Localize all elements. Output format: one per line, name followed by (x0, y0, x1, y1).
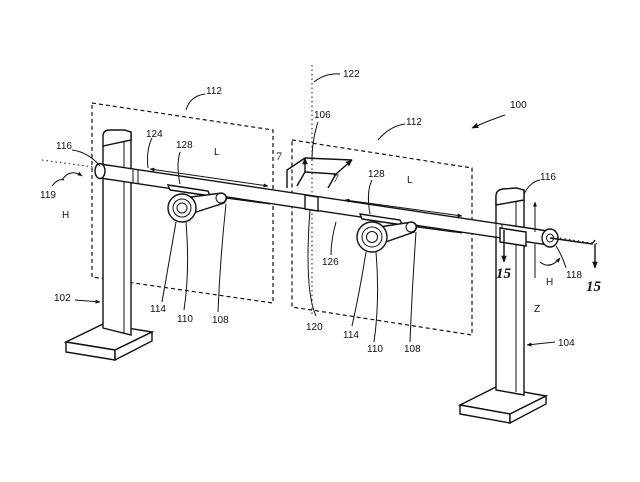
label-left-stand: 102 (54, 293, 71, 304)
leader-110-left (183, 221, 189, 311)
label-z-axis: Z (534, 304, 540, 315)
right-clamp (499, 227, 527, 247)
leader-128-right (367, 179, 373, 215)
leader-118 (555, 245, 567, 269)
leader-119 (51, 179, 65, 187)
label-arm-right: 108 (404, 344, 421, 355)
leader-116-left (71, 149, 101, 167)
leader-102 (74, 299, 101, 304)
region-left-box (91, 102, 274, 304)
section-15-line-right (549, 237, 596, 245)
leader-100 (471, 114, 506, 129)
label-mount-left: 114 (150, 304, 166, 315)
leader-110-right (373, 251, 379, 343)
leader-116-right (523, 179, 541, 195)
section-mark-15-right: 15 (586, 279, 602, 295)
label-hub-right: 110 (367, 344, 383, 355)
section-7-indicator (286, 157, 353, 189)
rotation-arc-right (539, 257, 561, 266)
leader-122 (313, 73, 341, 83)
leader-106 (311, 121, 319, 161)
label-coupling: 120 (306, 322, 323, 333)
leader-112-right (377, 123, 406, 141)
travel-arrow-left (149, 167, 269, 188)
leader-108-right (409, 231, 417, 343)
label-rod-left: 124 (146, 129, 163, 140)
section-mark-7-right: 7 (333, 171, 339, 185)
leader-104 (526, 341, 556, 347)
label-rotation-left: H (62, 210, 69, 221)
label-arm-left: 108 (212, 315, 229, 326)
label-travel-right: L (407, 175, 413, 186)
leader-114-right (351, 251, 367, 327)
right-upright-top (495, 187, 525, 206)
label-end-left: 116 (56, 141, 72, 152)
label-joint-gap: 106 (314, 110, 331, 121)
leader-124 (147, 137, 153, 169)
label-slot-right: 128 (368, 169, 385, 180)
leader-112-left (185, 93, 206, 111)
label-region-left: 112 (206, 86, 222, 97)
leader-108-left (217, 203, 227, 313)
label-tip: 118 (566, 270, 582, 281)
left-stand (63, 129, 155, 362)
left-arm-assembly (166, 184, 271, 223)
leader-126 (330, 221, 337, 256)
label-axis-left: 119 (40, 190, 56, 201)
label-hub-left: 110 (177, 314, 193, 325)
leader-114-left (161, 221, 177, 303)
label-rod-right: 126 (322, 257, 339, 268)
label-region-right: 112 (406, 117, 422, 128)
label-rotation-right: H (546, 277, 553, 288)
rotation-arc-left (61, 171, 83, 181)
axis-line-left (41, 159, 101, 169)
leader-120 (307, 209, 317, 317)
label-stand-system: 100 (510, 100, 527, 111)
label-slot-left: 128 (176, 140, 193, 151)
label-end-right: 116 (540, 172, 556, 183)
region-right-box (291, 139, 473, 336)
leader-128-left (177, 151, 181, 185)
section-mark-15-left: 15 (496, 266, 512, 282)
axis-line-right (559, 237, 599, 245)
main-rod (94, 162, 559, 248)
label-right-stand: 104 (558, 338, 575, 349)
label-mount-right: 114 (343, 330, 359, 341)
travel-arrow-right (344, 198, 463, 218)
label-center-line: 122 (343, 69, 360, 80)
section-mark-7-left: 7 (276, 149, 282, 163)
label-travel-left: L (214, 147, 220, 158)
